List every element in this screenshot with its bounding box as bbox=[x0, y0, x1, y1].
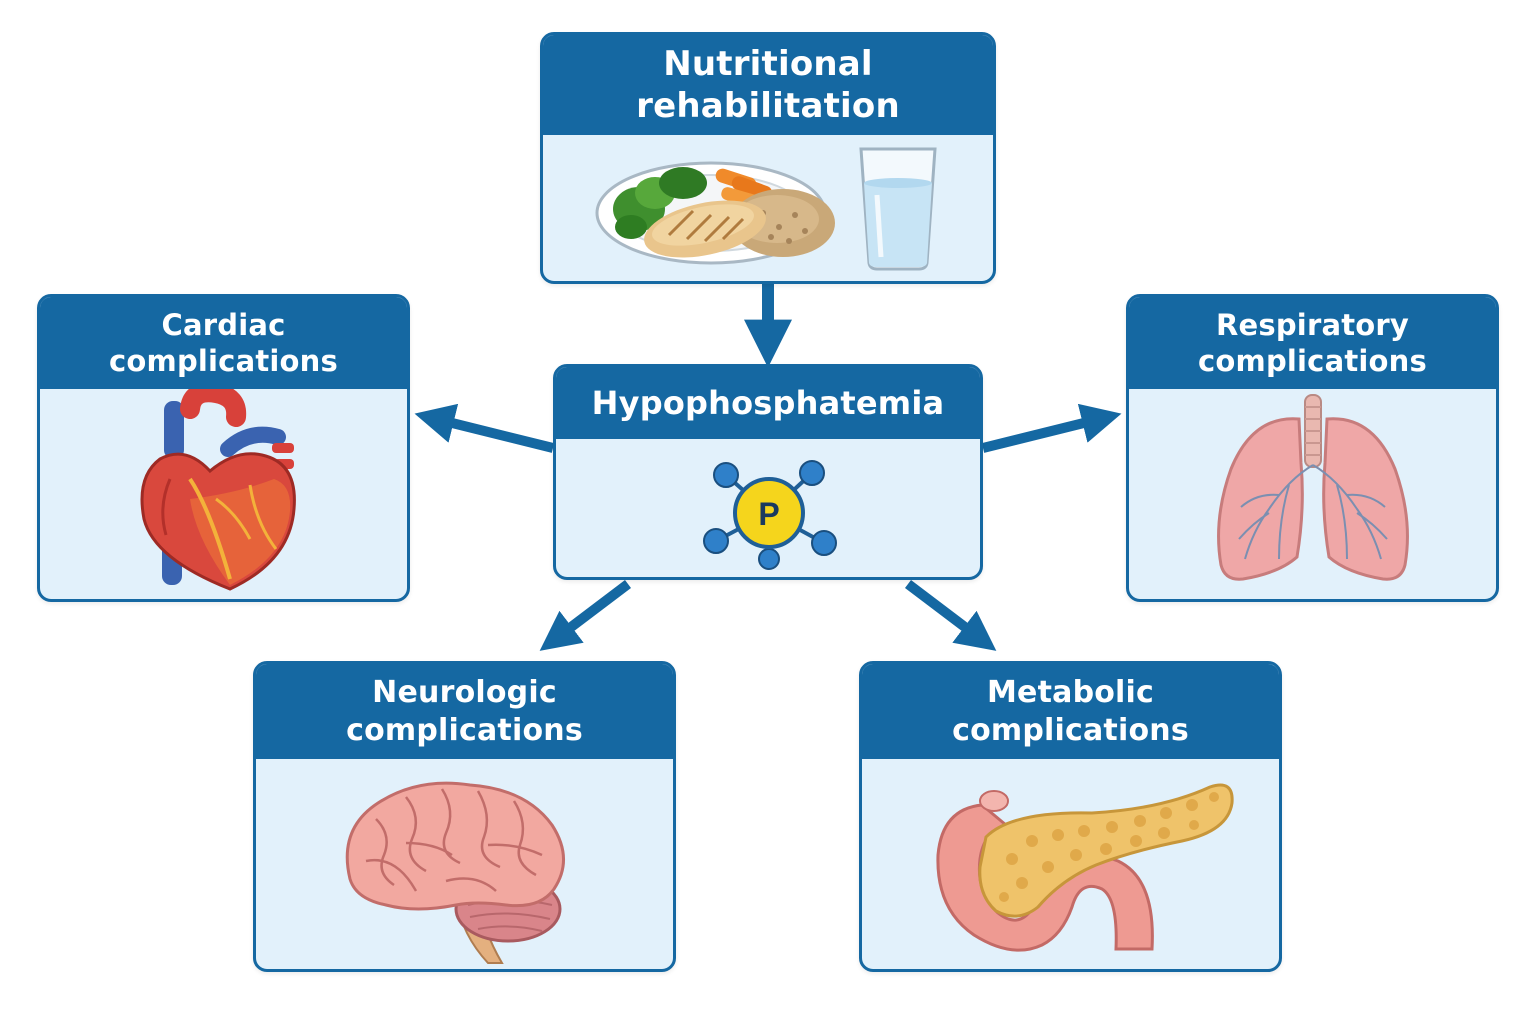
lungs-icon bbox=[1217, 394, 1409, 581]
node-nutritional-rehabilitation: Nutritional rehabilitation bbox=[540, 32, 996, 284]
arrow-hypophosphatemia-to-metabolic bbox=[904, 580, 997, 651]
node-respiratory-complications: Respiratory complications bbox=[1126, 294, 1499, 602]
node-title: Cardiac complications bbox=[40, 297, 407, 389]
arrow-hypophosphatemia-to-neurologic bbox=[539, 580, 632, 651]
arrow-hypophosphatemia-to-cardiac bbox=[414, 403, 555, 453]
brain-icon bbox=[345, 781, 565, 964]
node-title: Neurologic complications bbox=[256, 664, 673, 759]
pancreas-icon bbox=[936, 783, 1234, 952]
phosphate-molecule-icon: P bbox=[703, 460, 837, 570]
arrow-hypophosphatemia-to-respiratory bbox=[981, 403, 1122, 453]
node-title: Nutritional rehabilitation bbox=[543, 35, 993, 135]
node-title: Metabolic complications bbox=[862, 664, 1279, 759]
phosphorus-symbol: P bbox=[758, 496, 779, 532]
plate-of-food-icon bbox=[595, 147, 937, 271]
node-cardiac-complications: Cardiac complications bbox=[37, 294, 410, 602]
node-title: Hypophosphatemia bbox=[556, 367, 980, 439]
node-metabolic-complications: Metabolic complications bbox=[859, 661, 1282, 972]
node-title: Respiratory complications bbox=[1129, 297, 1496, 389]
heart-icon bbox=[140, 389, 296, 591]
node-neurologic-complications: Neurologic complications bbox=[253, 661, 676, 972]
node-hypophosphatemia: Hypophosphatemia P bbox=[553, 364, 983, 580]
water-glass-icon bbox=[859, 147, 937, 271]
